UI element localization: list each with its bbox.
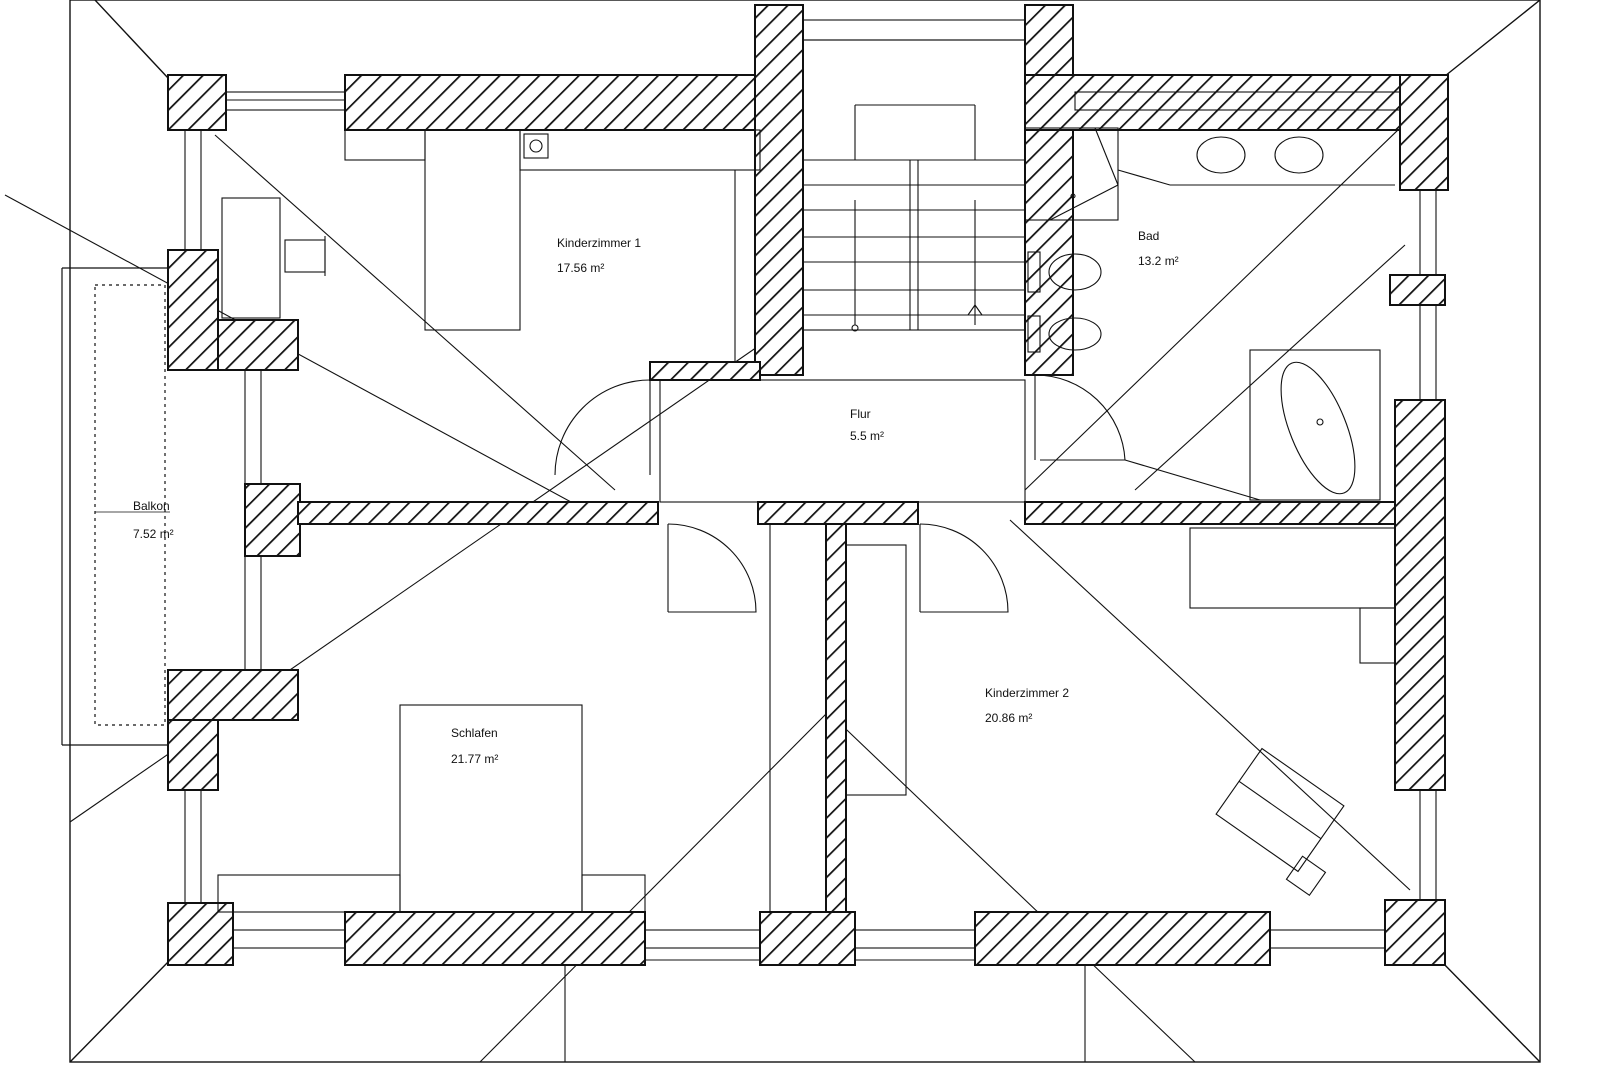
- bad-area: 13.2 m²: [1138, 254, 1179, 268]
- kinderzimmer2-name: Kinderzimmer 2: [985, 686, 1069, 700]
- flur-name: Flur: [850, 407, 871, 421]
- door-swings: [554, 374, 1126, 613]
- balkon-area: 7.52 m²: [133, 527, 174, 541]
- kinderzimmer1-name: Kinderzimmer 1: [557, 236, 641, 250]
- window-frames: [184, 91, 1437, 949]
- schlafen-name: Schlafen: [451, 726, 498, 740]
- flur-area: 5.5 m²: [850, 429, 884, 443]
- balcony: [61, 267, 170, 746]
- interior-lines: [217, 19, 1396, 913]
- walls: [167, 4, 1449, 966]
- roof-outline: [69, 0, 1541, 1063]
- kinderzimmer1-area: 17.56 m²: [557, 261, 604, 275]
- balkon-name: Balkon: [133, 499, 170, 513]
- room-labels: Kinderzimmer 1 17.56 m² Bad 13.2 m² Flur…: [133, 229, 1179, 766]
- schlafen-area: 21.77 m²: [451, 752, 498, 766]
- bad-name: Bad: [1138, 229, 1159, 243]
- kinderzimmer2-area: 20.86 m²: [985, 711, 1032, 725]
